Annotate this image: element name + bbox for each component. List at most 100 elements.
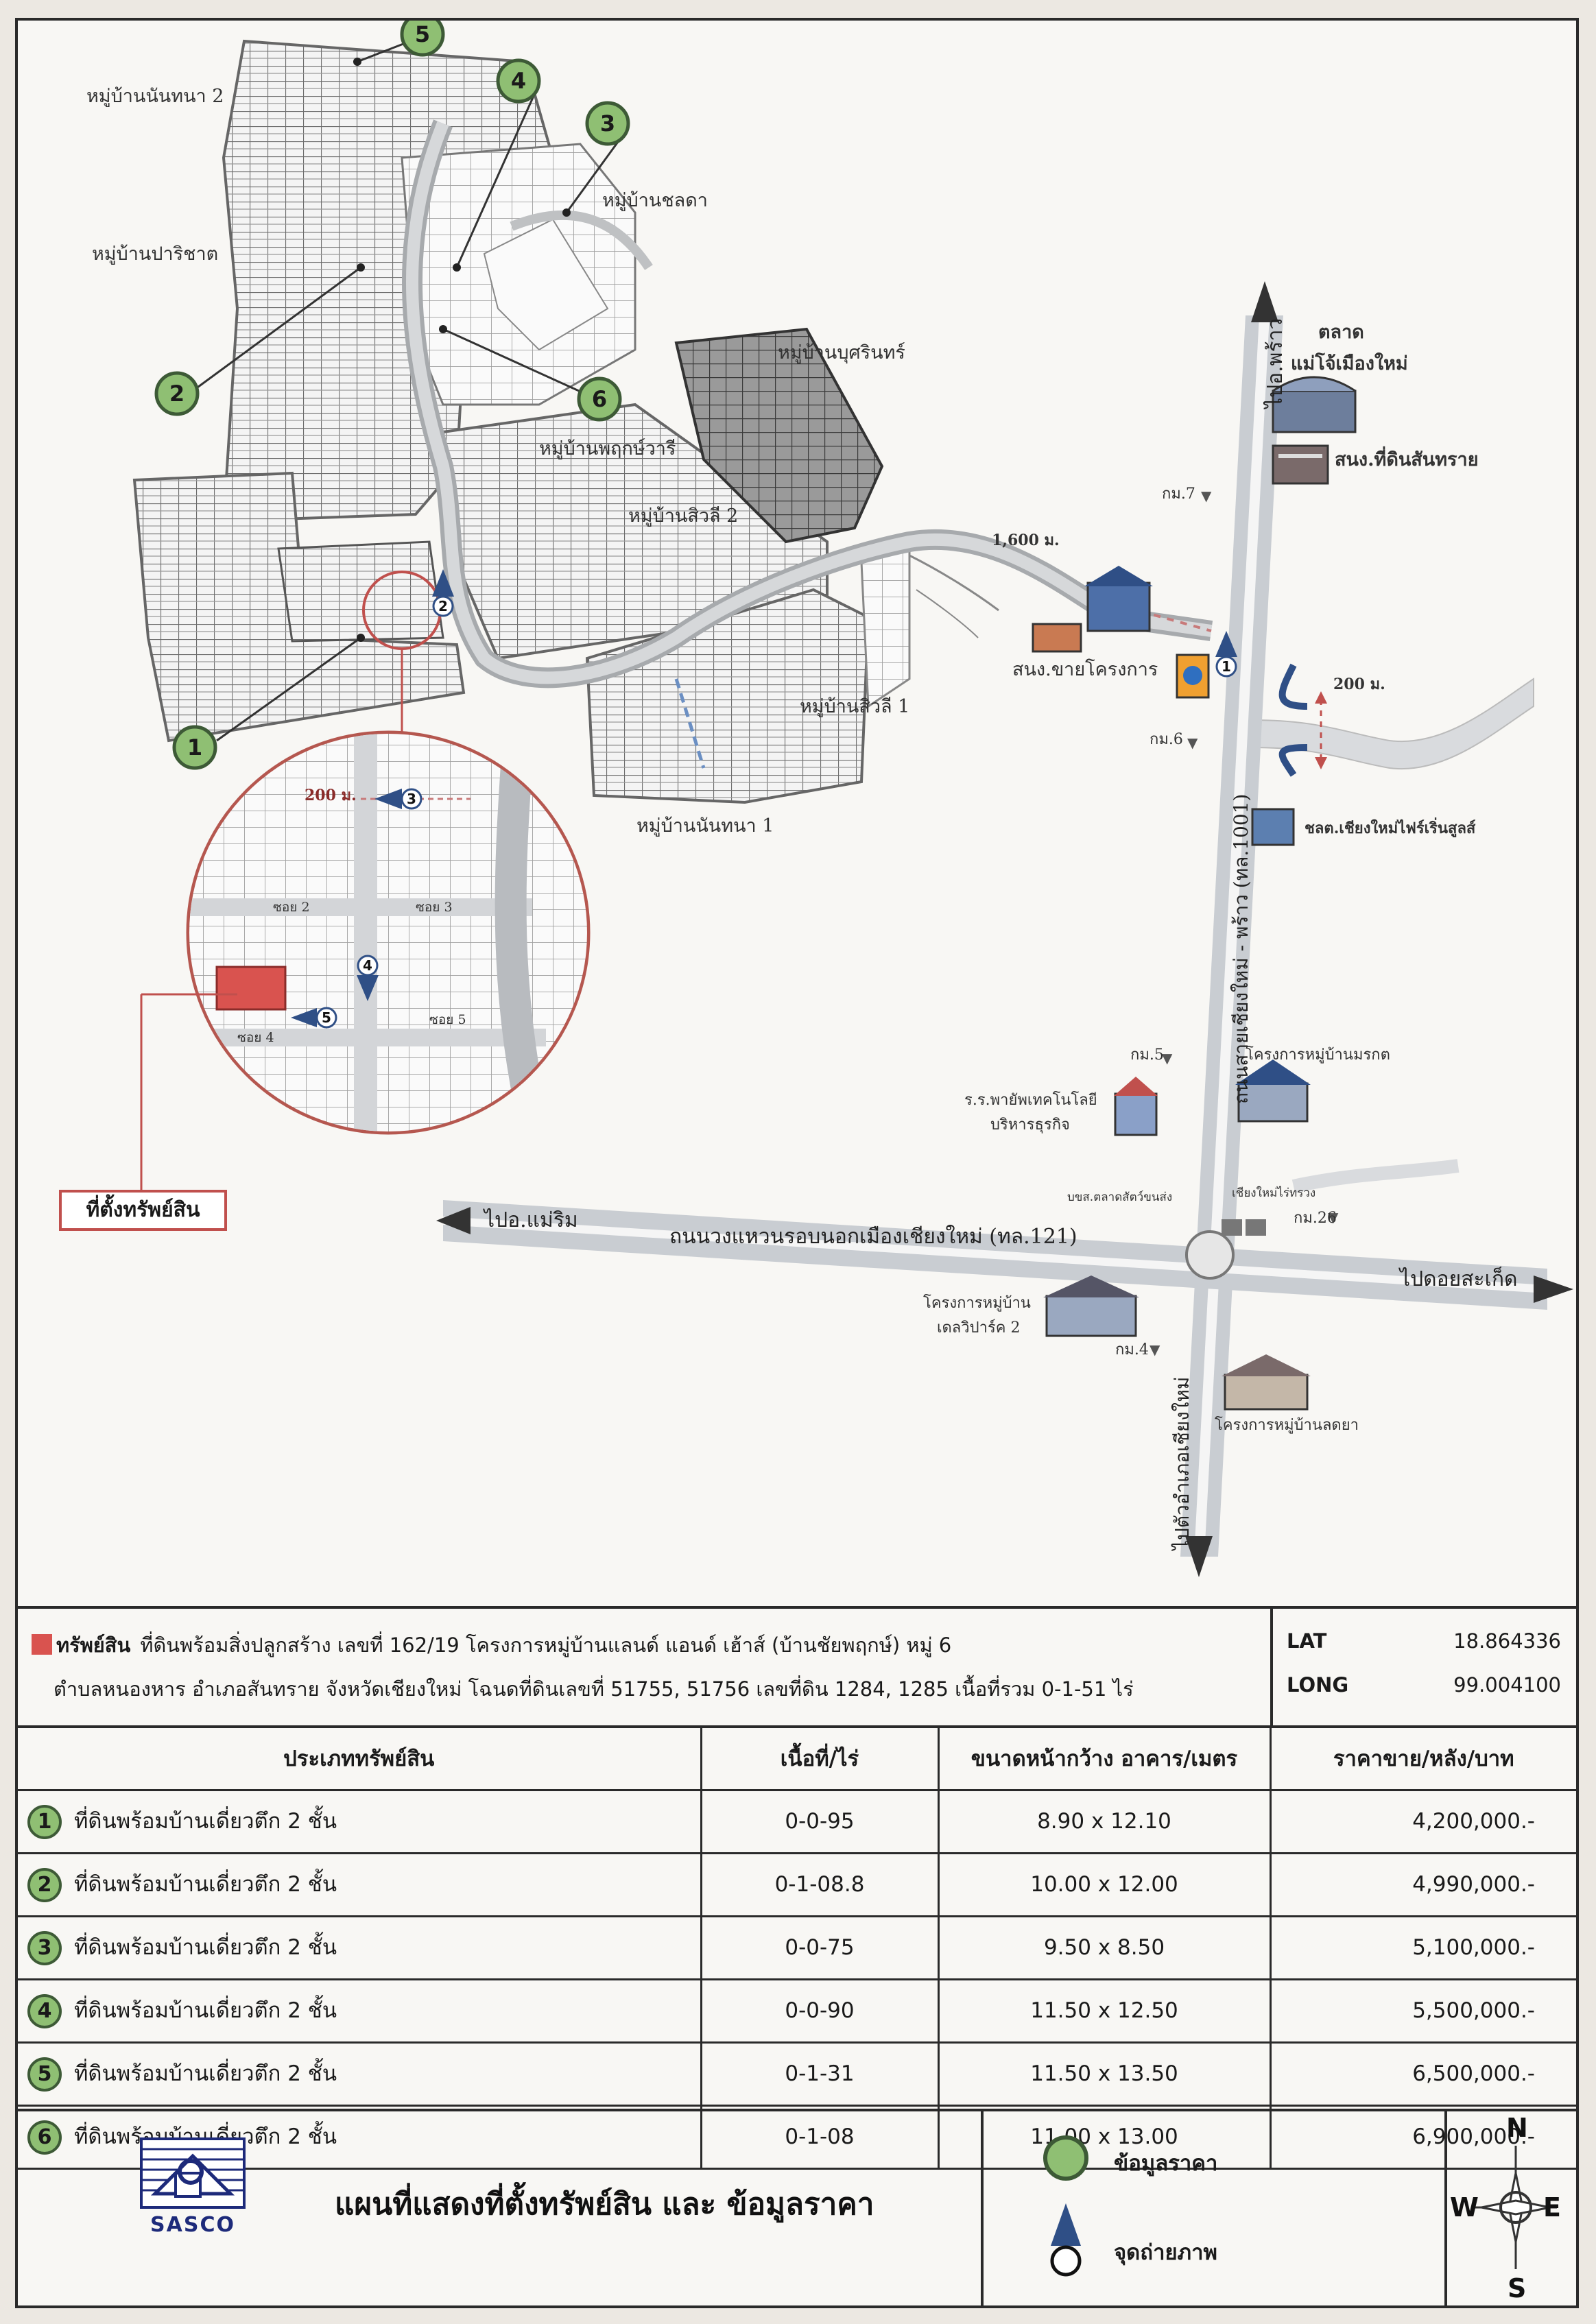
map-sheet: ▼ ▼ ▼ ▼ ▼ xyxy=(15,18,1579,2308)
row-number-badge: 4 xyxy=(27,1994,62,2029)
cell-asset-type: 2 ที่ดินพร้อมบ้านเดี่ยวตึก 2 ชั้น xyxy=(18,1852,702,1917)
svg-text:5: 5 xyxy=(415,21,430,47)
row-number-badge: 2 xyxy=(27,1868,62,1903)
svg-text:2: 2 xyxy=(438,598,448,614)
label-land-office: สนง.ที่ดินสันทราย xyxy=(1335,449,1479,470)
label-shop-left: บขส.ตลาดสัตว์ขนส่ง xyxy=(1067,1190,1173,1204)
label-village-nanthana2: หมู่บ้านนันทนา 2 xyxy=(86,86,224,107)
photo-point-2-icon xyxy=(432,569,454,617)
tech-school-icon xyxy=(1114,1077,1158,1136)
label-km4: กม.4 xyxy=(1115,1341,1149,1358)
cell-area: 0-0-90 xyxy=(700,1978,940,2044)
arrow-north-icon xyxy=(1251,281,1278,322)
price-markers xyxy=(154,21,630,770)
label-tech-line2: บริหารธุรกิจ xyxy=(990,1116,1070,1134)
compass-south: S xyxy=(1508,2273,1527,2303)
sasco-logo-text: SASCO xyxy=(150,2213,235,2237)
cell-price: 5,500,000.- xyxy=(1269,1978,1576,2044)
compass-north: N xyxy=(1506,2113,1528,2143)
property-description-line2: ตำบลหนองหาร อำเภอสันทราย จังหวัดเชียงใหม… xyxy=(53,1677,1134,1701)
subdivision-blocks xyxy=(132,39,999,804)
label-ring-road: ถนนวงแหวนรอบนอกเมืองเชียงใหม่ (ทล.121) xyxy=(669,1225,1077,1249)
label-project-lada: โครงการหมู่บ้านลดยา xyxy=(1215,1417,1359,1434)
coordinates-box: LAT 18.864336 LONG 99.004100 xyxy=(1273,1609,1576,1725)
svg-text:6: 6 xyxy=(592,386,607,412)
label-soi5: ซอย 5 xyxy=(429,1012,466,1027)
label-school: ชลต.เชียงใหม่ไฟร์เริ่นสูลส์ xyxy=(1305,819,1476,837)
compass-east: E xyxy=(1543,2192,1561,2223)
market-icon xyxy=(1272,376,1357,433)
cell-size: 9.50 x 8.50 xyxy=(937,1915,1272,1980)
label-project-deleciwa-line1: โครงการหมู่บ้าน xyxy=(923,1295,1031,1312)
longitude-label: LONG xyxy=(1287,1673,1349,1697)
school-icon xyxy=(1251,808,1295,846)
header-size: ขนาดหน้ากว้าง อาคาร/เมตร xyxy=(937,1728,1272,1791)
label-distance-200-river: 200 ม. xyxy=(1333,675,1385,693)
land-office-icon xyxy=(1272,444,1329,485)
label-village-phruksa: หมู่บ้านพฤกษ์วารี xyxy=(539,438,676,459)
latitude-value: 18.864336 xyxy=(1453,1629,1561,1653)
price-marker-5-icon xyxy=(400,21,445,57)
asset-type-text: ที่ดินพร้อมบ้านเดี่ยวตึก 2 ชั้น xyxy=(74,2061,337,2086)
svg-text:▼: ▼ xyxy=(1328,1209,1339,1225)
svg-text:▼: ▼ xyxy=(1150,1341,1160,1358)
cell-area: 0-1-08 xyxy=(700,2104,940,2170)
svg-text:▼: ▼ xyxy=(1187,734,1198,751)
label-km7: กม.7 xyxy=(1162,486,1195,503)
sasco-logo-icon xyxy=(140,2137,246,2209)
ring-road-121 xyxy=(436,1200,1573,1310)
property-description-line1: ทรัพย์สิน ที่ดินพร้อมสิ่งปลูกสร้าง เลขที่… xyxy=(32,1629,951,1661)
svg-text:3: 3 xyxy=(407,791,416,807)
header-price: ราคาขาย/หลัง/บาท xyxy=(1269,1728,1576,1791)
cell-area: 0-1-31 xyxy=(700,2041,940,2107)
svg-text:5: 5 xyxy=(322,1009,331,1026)
label-road-1001: ถนนสายเชียงใหม่ - พร้าว (ทล.1001) xyxy=(1230,793,1252,1104)
price-marker-6-icon xyxy=(577,376,622,422)
label-to-doisaket: ไปดอยสะเก็ด xyxy=(1400,1267,1518,1291)
cell-size: 10.00 x 12.00 xyxy=(937,1852,1272,1917)
label-soi3: ซอย 3 xyxy=(416,900,453,915)
photo-point-3-icon xyxy=(374,788,422,810)
map-drawing: ▼ ▼ ▼ ▼ ▼ xyxy=(132,21,1573,1577)
cell-price: 4,200,000.- xyxy=(1269,1788,1576,1854)
cell-size: 11.00 x 13.00 xyxy=(937,2104,1272,2170)
intersection-circle xyxy=(1185,1230,1235,1280)
asset-type-text: ที่ดินพร้อมบ้านเดี่ยวตึก 2 ชั้น xyxy=(74,1998,337,2023)
header-asset-type: ประเภททรัพย์สิน xyxy=(18,1728,702,1791)
river xyxy=(1252,678,1534,770)
shop-icon xyxy=(1222,1219,1266,1236)
svg-text:1: 1 xyxy=(187,734,202,760)
legend-price-label: ข้อมูลราคา xyxy=(1114,2151,1218,2176)
row-number-badge: 1 xyxy=(27,1805,62,1840)
label-soi4: ซอย 4 xyxy=(237,1030,274,1045)
table-header-row: ประเภททรัพย์สิน เนื้อที่/ไร่ ขนาดหน้ากว้… xyxy=(18,1728,1576,1791)
cell-area: 0-0-75 xyxy=(700,1915,940,1980)
cell-asset-type: 1 ที่ดินพร้อมบ้านเดี่ยวตึก 2 ชั้น xyxy=(18,1788,702,1854)
arrow-west-icon xyxy=(436,1207,471,1234)
compass-icon xyxy=(1475,2146,1557,2269)
cell-price: 5,100,000.- xyxy=(1269,1915,1576,1980)
label-village-buririn: หมู่บ้านบุศรินทร์ xyxy=(778,342,905,363)
asset-label: ทรัพย์สิน xyxy=(56,1633,131,1657)
bridge-icon xyxy=(1278,663,1308,777)
svg-text:4: 4 xyxy=(511,68,526,94)
footer: SASCO แผนที่แสดงที่ตั้งทรัพย์สิน และ ข้อ… xyxy=(18,2109,1576,2305)
location-map: ▼ ▼ ▼ ▼ ▼ xyxy=(18,21,1576,1599)
map-legend: ข้อมูลราคา จุดถ่ายภาพ xyxy=(981,2111,1447,2305)
house-lada-icon xyxy=(1222,1354,1311,1411)
photo-points xyxy=(291,569,1237,1029)
asset-line1-text: ที่ดินพร้อมสิ่งปลูกสร้าง เลขที่ 162/19 โ… xyxy=(140,1633,952,1657)
label-project-deleciwa-line2: เดลวิปาร์ค 2 xyxy=(937,1319,1021,1337)
label-to-chiangmai: ไปตัวอำเภอเชียงใหม่ xyxy=(1171,1376,1193,1550)
property-info-header: ทรัพย์สิน ที่ดินพร้อมสิ่งปลูกสร้าง เลขที่… xyxy=(18,1606,1576,1728)
asset-type-text: ที่ดินพร้อมบ้านเดี่ยวตึก 2 ชั้น xyxy=(74,1808,337,1834)
arrow-east-icon xyxy=(1534,1275,1573,1303)
svg-text:4: 4 xyxy=(363,957,372,974)
longitude-value: 99.004100 xyxy=(1453,1673,1561,1697)
latitude-label: LAT xyxy=(1287,1629,1327,1653)
compass-rose: N S E W xyxy=(1447,2111,1576,2305)
cell-price: 4,990,000.- xyxy=(1269,1852,1576,1917)
asset-type-text: ที่ดินพร้อมบ้านเดี่ยวตึก 2 ชั้น xyxy=(74,1871,337,1897)
